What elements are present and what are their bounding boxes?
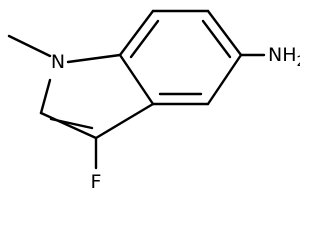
molecule-structure-diagram: N NH2 F	[7, 9, 300, 193]
bond-c3a-c7a	[118, 53, 155, 106]
amine-label-main: NH	[268, 44, 297, 66]
double-bond-c2-c3-inner	[49, 117, 94, 130]
double-bond-c7a-c7-inner	[129, 19, 160, 59]
bond-c5-c4	[206, 53, 243, 106]
bond-c2-c3	[39, 111, 98, 140]
bond-c7a-c7	[118, 9, 155, 57]
atom-label-fluorine: F	[91, 171, 102, 193]
pyrrole-ring	[39, 53, 155, 140]
amine-label-subscript: 2	[297, 54, 301, 70]
bond-n1-methyl	[7, 34, 52, 58]
bond-c3-c3a	[94, 102, 155, 140]
benzene-ring	[118, 9, 243, 106]
double-bond-c6-c5-inner	[201, 19, 232, 59]
atom-label-amine: NH2	[268, 44, 300, 70]
bond-c7a-n1	[66, 53, 122, 64]
bond-n1-c2	[39, 78, 52, 115]
atom-label-n1: N	[51, 51, 65, 73]
bond-c6-c5	[206, 9, 243, 57]
